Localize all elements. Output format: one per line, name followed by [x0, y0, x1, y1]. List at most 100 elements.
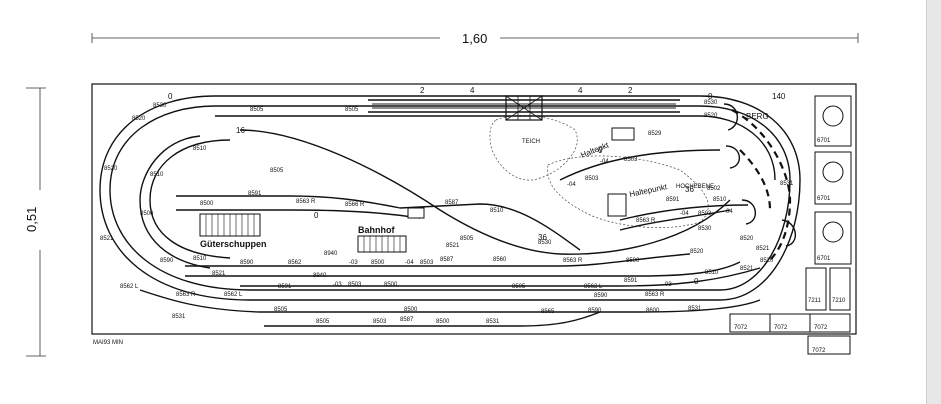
tunnel-portal-3 — [741, 199, 756, 225]
track-label: 8510 — [193, 146, 207, 152]
control-box-2-label: 6701 — [817, 196, 831, 202]
height-140: 140 — [772, 92, 786, 101]
hochebene-label: HOCHEBENE — [676, 184, 714, 190]
goods-track-2 — [176, 209, 421, 219]
track-label: -03 — [333, 282, 342, 288]
track-label: 8529 — [648, 131, 662, 137]
track-label: -03 — [663, 282, 672, 288]
haltepunkt-track-3 — [619, 209, 731, 231]
track-label: 8510 — [705, 270, 719, 276]
track-label: 8505 — [250, 107, 264, 113]
height-0-lower-right: 0 — [694, 277, 699, 286]
dimension-depth: 0,51 — [24, 87, 46, 357]
baseboard — [91, 83, 857, 335]
length-label: 1,60 — [462, 31, 487, 46]
track-label: 8590 — [240, 260, 254, 266]
transformer-boxes: 7211 7210 7072 7072 7072 7072 — [729, 267, 851, 355]
track-label: 8502 — [707, 186, 721, 192]
track-label: 8505 — [270, 168, 284, 174]
track-label: 8503 — [420, 260, 434, 266]
bottom-siding — [264, 311, 601, 327]
track-label: 8503 — [373, 319, 387, 325]
track-label: 8562 L — [224, 292, 243, 298]
track-label: 8587 — [445, 200, 459, 206]
track-label: 8521 — [740, 266, 754, 272]
box-7072-d — [807, 335, 851, 355]
box-7072-d-label: 7072 — [812, 348, 826, 354]
box-7072-b-label: 7072 — [774, 325, 788, 331]
height-16: 16 — [236, 126, 245, 135]
track-label: 8565 — [541, 309, 555, 315]
track-label: 8500 — [436, 319, 450, 325]
track-label: 8521 — [212, 271, 226, 277]
track-label: 8510 — [193, 256, 207, 262]
track-label: 8521 — [100, 236, 114, 242]
track-label: 8531 — [780, 181, 794, 187]
track-label: 8503 — [348, 282, 362, 288]
box-7072-c — [809, 313, 851, 333]
tunnel-dashed-track — [731, 109, 792, 261]
track-label: 8590 — [588, 308, 602, 314]
box-7211 — [805, 267, 827, 311]
track-label: 8563 R — [563, 258, 583, 264]
haltepunkt-lower-building — [607, 193, 627, 217]
box-7211-label: 7211 — [808, 298, 822, 304]
berg-label: BERG — [746, 112, 769, 121]
track-label: 8505 — [274, 307, 288, 313]
gueterschuppen-roof — [205, 214, 255, 236]
teich-label: TEICH — [522, 139, 540, 145]
track-label: 8563 R — [645, 292, 665, 298]
track-label: 8500 — [140, 211, 154, 217]
track-label: 8591 — [624, 278, 638, 284]
track-label: -04 — [405, 260, 414, 266]
track-label: 8505 — [512, 284, 526, 290]
station-track-3 — [240, 267, 761, 287]
height-0-haltepunkt: 0 — [598, 146, 603, 155]
inner-left-curve — [149, 139, 231, 259]
track-label: 8940 — [324, 251, 338, 257]
track-label: 8560 — [493, 257, 507, 263]
track-label: 8503 — [624, 157, 638, 163]
track-label: 8562 L — [120, 284, 139, 290]
signal-box — [407, 207, 425, 219]
track-label: 8520 — [132, 116, 146, 122]
height-36-center: 36 — [538, 233, 547, 242]
control-box-2 — [814, 151, 852, 205]
height-0-station: 0 — [314, 211, 319, 220]
track-label: 8520 — [740, 236, 754, 242]
haltepunkt-lower-label: Haltepunkt — [629, 182, 669, 199]
outer-loop-track-2 — [109, 105, 791, 291]
goods-track-3 — [399, 203, 581, 251]
track-label: -03 — [349, 260, 358, 266]
track-label: 8587 — [400, 317, 414, 323]
track-label: 8531 — [486, 319, 500, 325]
page-edge — [926, 0, 941, 404]
height-4-left: 4 — [470, 86, 475, 95]
height-0-tl: 0 — [168, 92, 173, 101]
goods-track-1 — [176, 195, 401, 209]
track-label: 8503 — [698, 211, 712, 217]
height-0-tr: 0 — [708, 92, 713, 101]
track-label: 8500 — [371, 260, 385, 266]
haltepunkt-upper-building — [611, 127, 635, 141]
track-label: 8520 — [690, 249, 704, 255]
control-dial-3 — [822, 221, 844, 243]
track-label: 8510 — [150, 172, 164, 178]
height-36-right: 36 — [685, 185, 694, 194]
height-2-right: 2 — [628, 86, 633, 95]
track-label: 8590 — [160, 258, 174, 264]
track-label: 8500 — [404, 307, 418, 313]
track-label: 8510 — [713, 197, 727, 203]
track-label: 8500 — [200, 201, 214, 207]
bahnhof-label: Bahnhof — [358, 225, 395, 235]
bridge — [505, 95, 543, 121]
pond-terrain — [489, 115, 578, 181]
tunnel-portal-2 — [725, 145, 740, 169]
control-box-3-label: 6701 — [817, 256, 831, 262]
track-label: 8563 R — [636, 218, 656, 224]
track-label: 8587 — [440, 257, 454, 263]
track-label: 8562 — [288, 260, 302, 266]
track-label: 8505 — [345, 107, 359, 113]
track-label: 8566 R — [345, 202, 365, 208]
